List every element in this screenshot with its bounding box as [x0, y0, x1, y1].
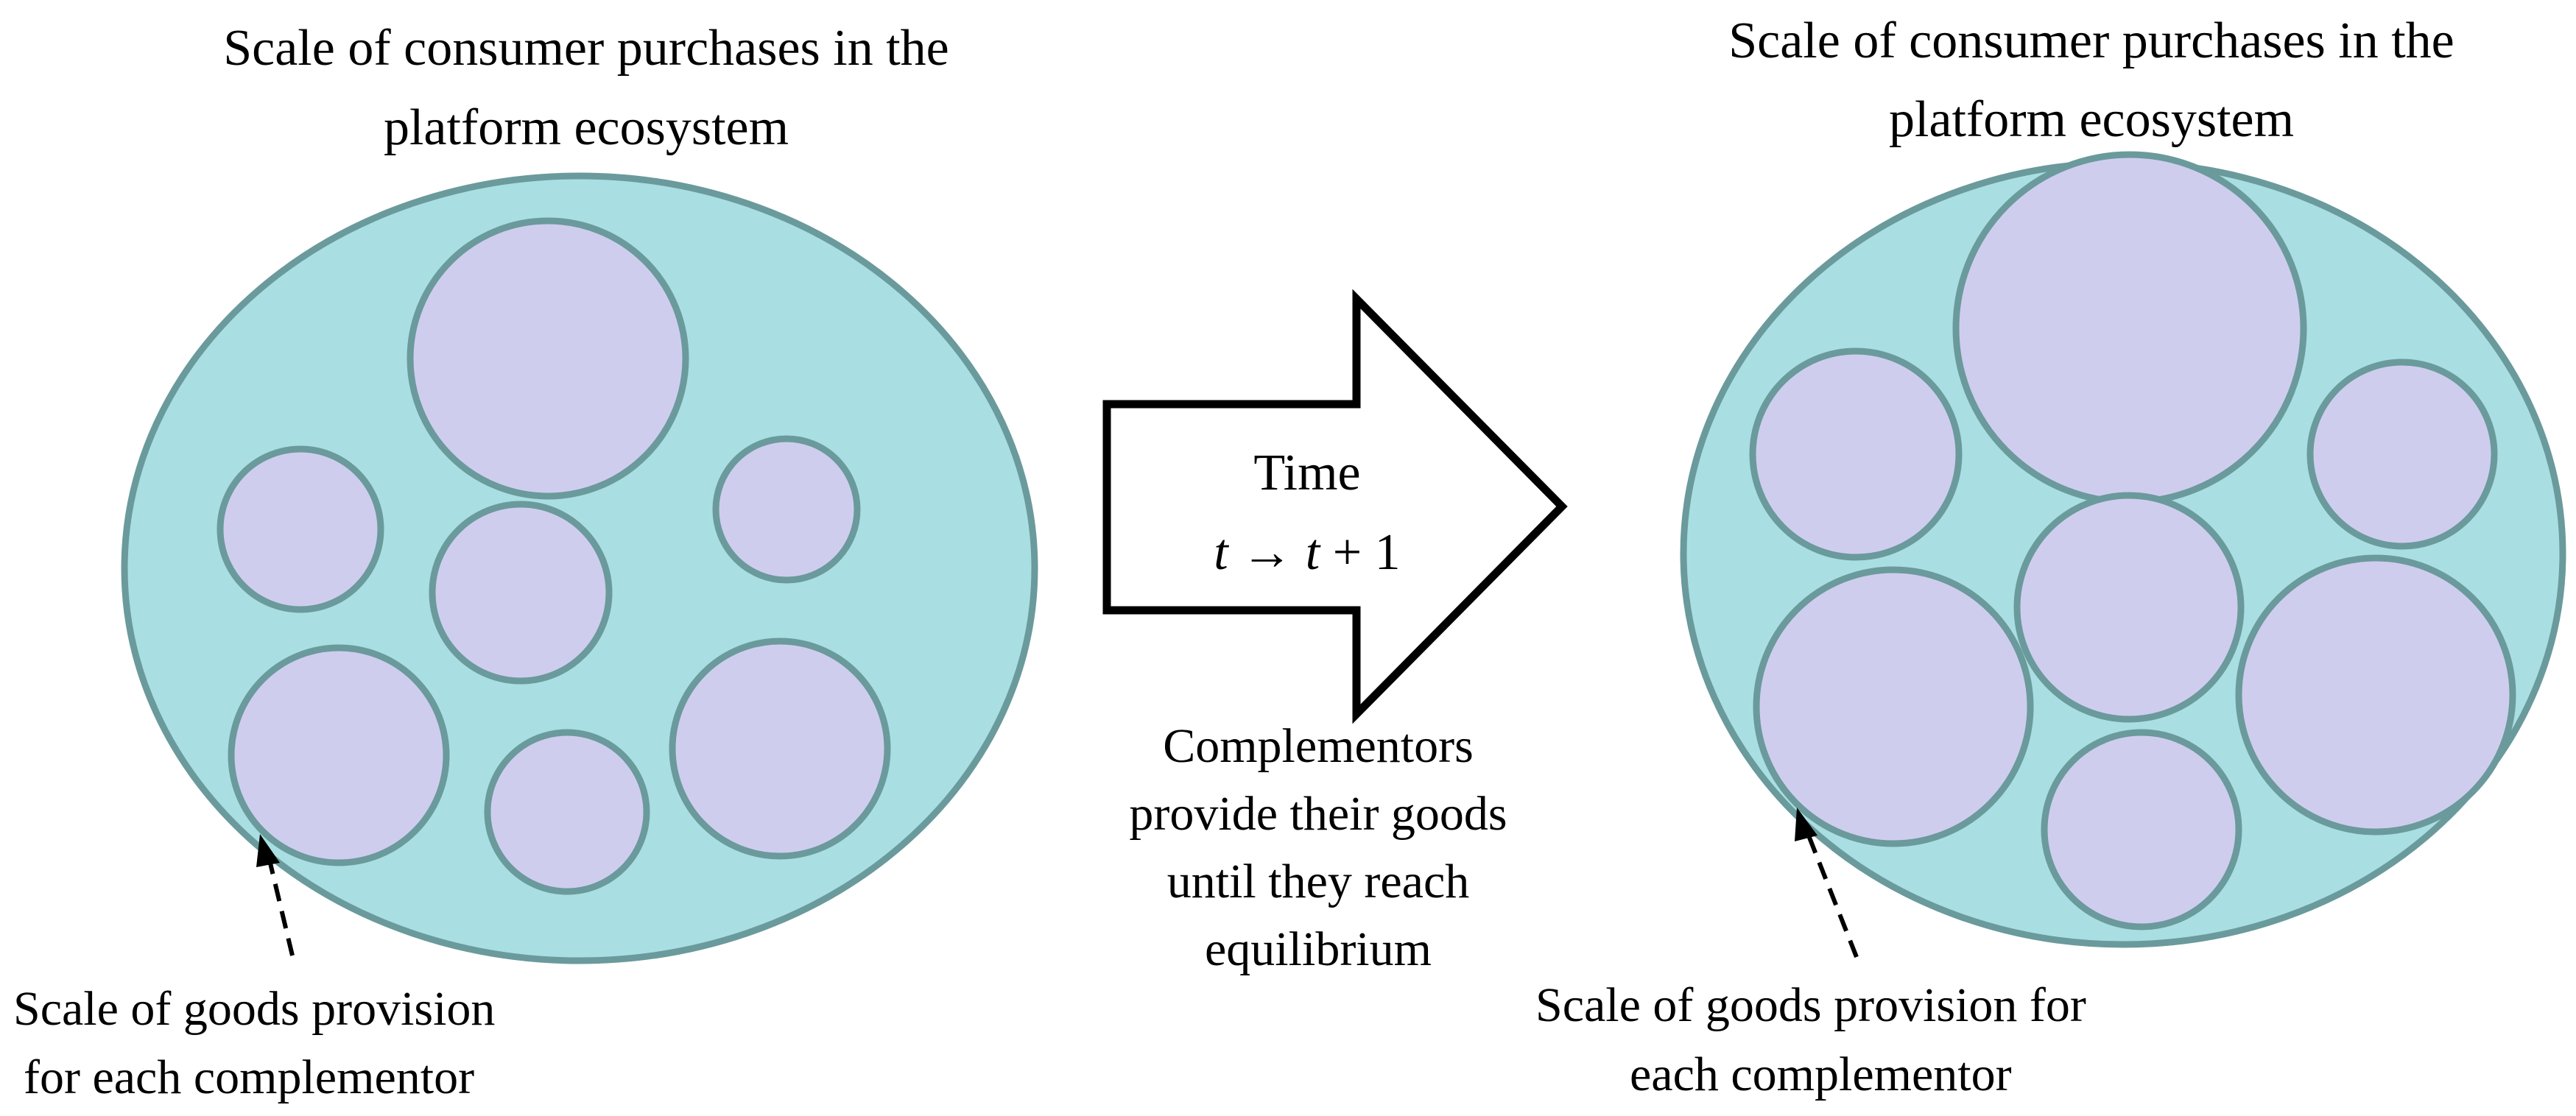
time-label: Time [1253, 445, 1360, 501]
time-arrow: Time t → t + 1 Complementors provide the… [1102, 289, 1568, 976]
right-title-line-2: platform ecosystem [1889, 91, 2294, 148]
arrow-caption-line-3: until they reach [1167, 855, 1470, 908]
right-complementor-circle [1753, 566, 2034, 847]
right-pointer-arrow [1795, 808, 1859, 958]
left-complementor-circle [217, 445, 384, 613]
time-arrow-symbol: → [1241, 524, 1292, 581]
left-title-line-1: Scale of consumer purchases in the [223, 20, 949, 77]
right-complementor-circles [1749, 151, 2516, 930]
right-title-line-1: Scale of consumer purchases in the [1728, 13, 2454, 69]
right-complementor-circle [2041, 729, 2242, 930]
right-caption-line-1: Scale of goods provision for [1535, 978, 2086, 1032]
left-complementor-circle [484, 729, 650, 895]
right-complementor-circle [1749, 347, 1963, 561]
arrow-caption-line-4: equilibrium [1205, 922, 1432, 976]
left-caption-line-2: for each complementor [24, 1050, 474, 1104]
right-complementor-circle [2013, 492, 2245, 723]
arrow-caption-line-2: provide their goods [1129, 787, 1507, 841]
left-title-line-2: platform ecosystem [384, 99, 789, 156]
left-complementor-circle [712, 435, 861, 584]
time-t-symbol: t [1214, 524, 1229, 581]
time-t-symbol-next: t [1306, 524, 1321, 581]
arrow-caption-line-1: Complementors [1163, 719, 1474, 773]
left-complementor-circle [669, 638, 891, 860]
time-plus-one: + 1 [1333, 524, 1401, 581]
left-complementor-circle [429, 501, 613, 685]
left-complementor-circle [228, 644, 450, 866]
right-complementor-circle [2235, 554, 2516, 836]
left-panel: Scale of consumer purchases in the platf… [13, 20, 1038, 1104]
right-caption-line-2: each complementor [1630, 1048, 2012, 1101]
right-complementor-circle [2306, 359, 2498, 550]
right-panel: Scale of consumer purchases in the platf… [1535, 13, 2566, 1101]
left-pointer-arrow [256, 834, 295, 956]
left-complementor-circles [217, 217, 891, 895]
left-caption-line-1: Scale of goods provision [13, 982, 495, 1036]
time-arrow-shape [1102, 289, 1568, 724]
time-transition-label: t → t + 1 [1214, 524, 1400, 581]
right-complementor-circle [1952, 151, 2307, 506]
left-complementor-circle [407, 217, 689, 500]
